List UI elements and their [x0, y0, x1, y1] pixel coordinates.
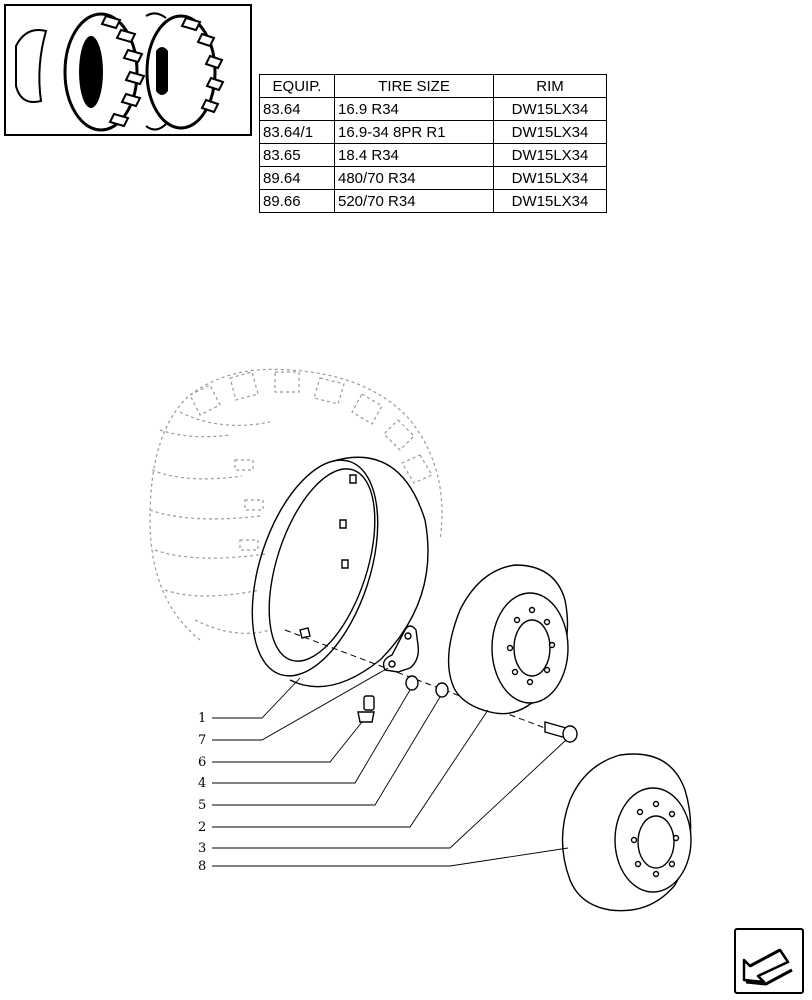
table-header-row: EQUIP. TIRE SIZE RIM	[259, 74, 607, 98]
tire-outline	[149, 368, 443, 641]
next-page-arrow-icon	[742, 948, 793, 986]
tractor-wheel-thumbnail-icon	[15, 12, 225, 132]
callout-number: 6	[198, 755, 206, 770]
rim-part	[251, 456, 429, 688]
callout-number: 8	[198, 859, 206, 874]
rim-cell: DW15LX34	[493, 120, 607, 144]
equip-cell: 89.66	[259, 189, 335, 213]
table-row: 83.65 18.4 R34 DW15LX34	[259, 143, 607, 167]
tire-thumbnail	[4, 4, 252, 136]
bolt-part	[544, 721, 578, 743]
equip-cell: 83.65	[259, 143, 335, 167]
table-row: 89.66 520/70 R34 DW15LX34	[259, 189, 607, 213]
valve-part	[357, 695, 375, 723]
rim-cell: DW15LX34	[493, 97, 607, 121]
column-header-tire-size: TIRE SIZE	[334, 74, 494, 98]
wheel-disc-part	[447, 564, 569, 715]
callout-number: 4	[198, 776, 206, 791]
callout-number: 5	[198, 798, 206, 813]
leader-lines	[212, 667, 569, 867]
next-page-button[interactable]	[734, 928, 804, 994]
tire-spec-table: EQUIP. TIRE SIZE RIM 83.64 16.9 R34 DW15…	[259, 74, 607, 213]
column-header-equip: EQUIP.	[259, 74, 335, 98]
callout-number: 1	[198, 711, 206, 726]
tire-size-cell: 520/70 R34	[334, 189, 494, 213]
rim-cell: DW15LX34	[493, 189, 607, 213]
center-plate-part	[561, 753, 692, 912]
callout-number: 7	[198, 733, 206, 748]
table-row: 83.64/1 16.9-34 8PR R1 DW15LX34	[259, 120, 607, 144]
equip-cell: 83.64	[259, 97, 335, 121]
washer-part	[405, 675, 449, 698]
equip-cell: 89.64	[259, 166, 335, 190]
callout-number: 2	[198, 820, 206, 835]
lock-plate-part	[382, 625, 420, 673]
callout-number: 3	[198, 841, 206, 856]
rim-cell: DW15LX34	[493, 143, 607, 167]
